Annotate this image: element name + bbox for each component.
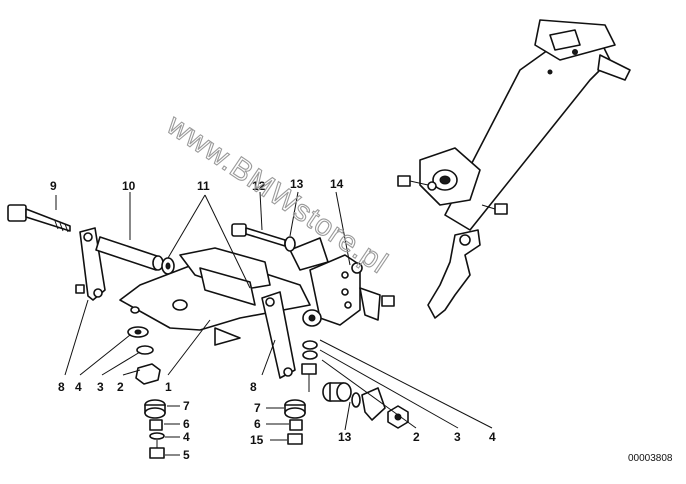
lower-center-bushing-7 — [284, 399, 306, 419]
callout-9: 9 — [50, 179, 57, 193]
callout-3-left: 3 — [97, 380, 104, 394]
lower-center-bolt-15 — [287, 433, 303, 445]
callout-6-left: 6 — [183, 417, 190, 431]
roller-washer — [351, 392, 361, 408]
long-bolt-9 — [7, 204, 71, 233]
callout-15: 15 — [250, 433, 264, 447]
callout-13-bottom: 13 — [338, 430, 352, 444]
callout-6-center: 6 — [254, 417, 261, 431]
bushing-10 — [95, 236, 164, 271]
callout-4-lower-left: 4 — [183, 430, 190, 444]
right-washer-stack — [301, 340, 318, 392]
callout-8-center: 8 — [250, 380, 257, 394]
column-clamp-bracket — [419, 147, 481, 206]
callout-8-left: 8 — [58, 380, 65, 394]
callout-4-left: 4 — [75, 380, 82, 394]
callout-1: 1 — [165, 380, 172, 394]
link-plate-left — [75, 227, 106, 301]
callout-13-top: 13 — [290, 177, 304, 191]
callout-2-right: 2 — [413, 430, 420, 444]
callout-11: 11 — [197, 179, 210, 193]
left-nut-2 — [135, 363, 161, 385]
diagram-id: 00003808 — [628, 453, 673, 464]
callout-2-left: 2 — [117, 380, 124, 394]
left-spring-washer-3 — [136, 345, 154, 355]
left-washer-4 — [127, 326, 149, 338]
adjustment-lever — [427, 229, 481, 319]
steering-column-tube — [444, 19, 631, 231]
callout-labels: 9 10 11 12 13 14 8 4 3 2 1 7 6 4 5 8 7 6… — [50, 177, 496, 462]
callout-4-right: 4 — [489, 430, 496, 444]
link-plate-center — [261, 291, 296, 379]
clamp-bolt-right — [481, 203, 508, 215]
callout-3-right: 3 — [454, 430, 461, 444]
lower-left-bolt-5 — [149, 440, 165, 459]
lower-center-sleeve-6 — [289, 419, 303, 431]
callout-10: 10 — [122, 179, 136, 193]
roller-13 — [322, 382, 352, 402]
center-bushing — [302, 309, 322, 327]
bolt-12 — [231, 223, 296, 252]
clamp-bolt-left — [397, 175, 437, 191]
main-bracket-plate — [119, 237, 329, 346]
leader-lines — [55, 191, 493, 456]
lower-left-sleeve-6 — [149, 419, 163, 431]
lower-left-washer-4 — [149, 432, 165, 440]
washer-11-left — [161, 257, 175, 275]
spring-clip — [361, 387, 386, 421]
callout-7-center: 7 — [254, 401, 261, 415]
callout-5: 5 — [183, 448, 190, 462]
callout-7-left: 7 — [183, 399, 190, 413]
callout-14: 14 — [330, 177, 344, 191]
callout-12: 12 — [252, 179, 266, 193]
lower-left-bushing-7 — [144, 399, 166, 419]
